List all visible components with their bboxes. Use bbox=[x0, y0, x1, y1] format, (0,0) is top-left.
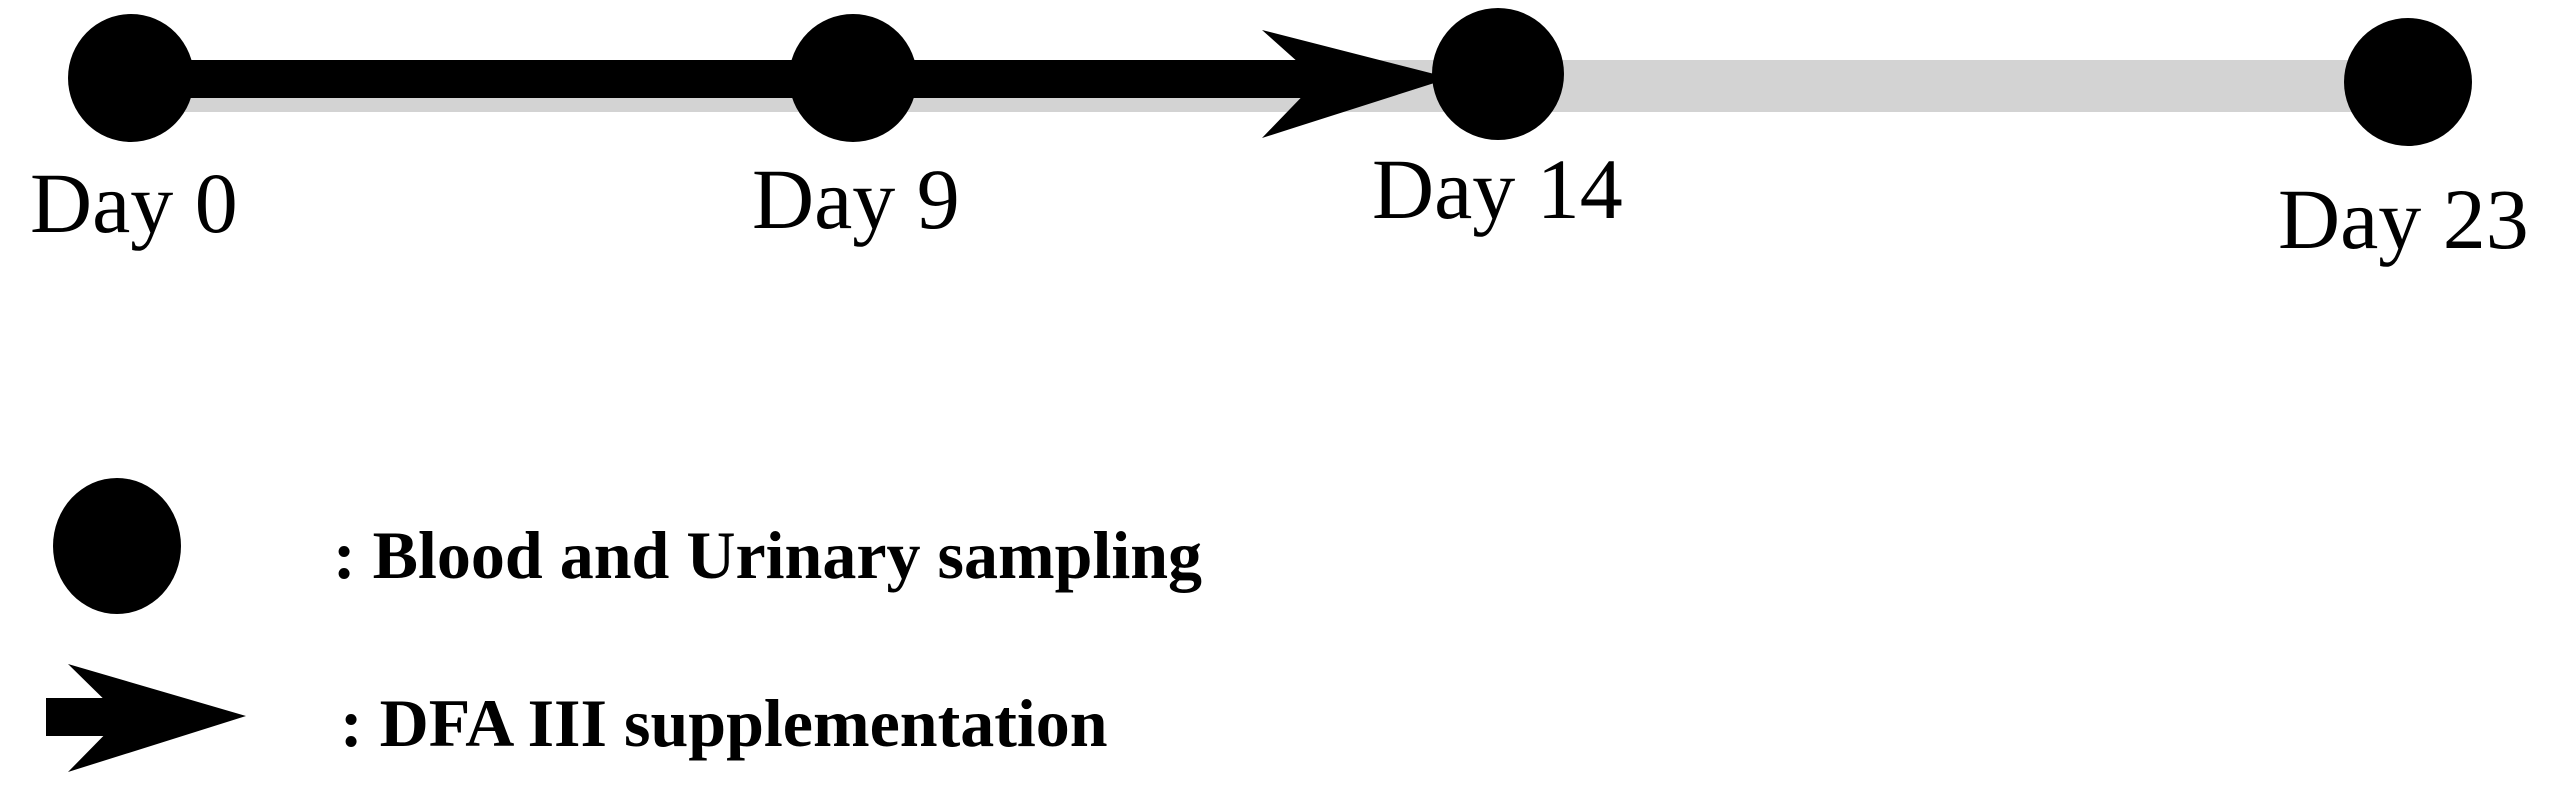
legend-sampling-label: : Blood and Urinary sampling bbox=[333, 517, 1202, 593]
day-label-23: Day 23 bbox=[2278, 171, 2529, 267]
supplementation-arrow bbox=[120, 30, 1450, 138]
legend: : Blood and Urinary sampling : DFA III s… bbox=[46, 478, 1202, 772]
sampling-marker-day-0 bbox=[68, 14, 194, 142]
filled-circle-icon bbox=[53, 478, 181, 614]
arrow-right-icon bbox=[46, 664, 246, 772]
legend-arrow-head bbox=[68, 664, 246, 772]
supplementation-arrow-shaft bbox=[120, 60, 1330, 98]
sampling-marker-day-14 bbox=[1432, 8, 1564, 140]
day-label-9: Day 9 bbox=[752, 151, 960, 247]
day-label-0: Day 0 bbox=[30, 155, 238, 251]
legend-supplementation-label: : DFA III supplementation bbox=[340, 685, 1108, 761]
sampling-marker-day-23 bbox=[2344, 18, 2472, 146]
sampling-markers bbox=[68, 8, 2472, 146]
day-label-14: Day 14 bbox=[1372, 141, 1623, 237]
sampling-marker-day-9 bbox=[789, 14, 917, 142]
supplementation-arrow-head bbox=[1262, 30, 1450, 138]
